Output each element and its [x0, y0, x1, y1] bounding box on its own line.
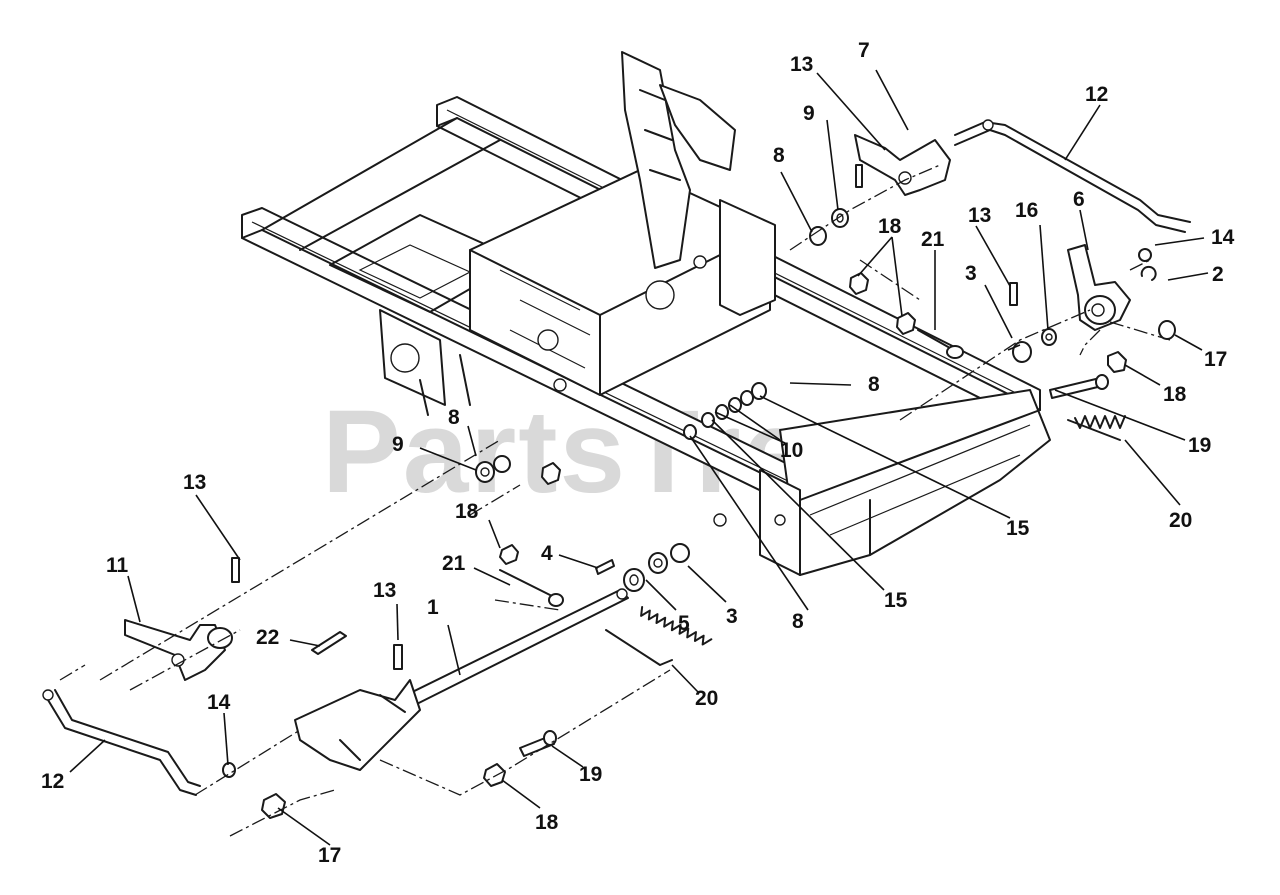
callout-18-upper: 18	[878, 215, 902, 238]
callout-2: 2	[1212, 263, 1224, 286]
upper-linkage-assembly	[683, 119, 1191, 441]
callout-12-lower: 12	[41, 770, 64, 793]
callout-21-upper: 21	[921, 228, 945, 251]
callout-1: 1	[427, 596, 439, 619]
callout-8-left: 8	[448, 406, 460, 429]
callout-labels: 1 2 3 3 4 5 6 7 8 8 8 8 9 9 10 11 12 12 …	[41, 39, 1235, 867]
callout-13-left: 13	[183, 471, 206, 494]
callout-13-upper: 13	[790, 53, 813, 76]
callout-14-lower: 14	[207, 691, 231, 714]
callout-20-right: 20	[1169, 509, 1192, 532]
frame-assembly	[241, 51, 1051, 576]
callout-8-lower: 8	[792, 610, 804, 633]
callout-19-lower: 19	[579, 763, 602, 786]
callout-10: 10	[780, 439, 803, 462]
callout-9-upper: 9	[803, 102, 815, 125]
callout-18-left: 18	[455, 500, 479, 523]
callout-17-lower: 17	[318, 844, 341, 867]
callout-18-right: 18	[1163, 383, 1187, 406]
callout-15-lower: 15	[884, 589, 908, 612]
callout-14-upper: 14	[1211, 226, 1235, 249]
callout-3-upper: 3	[965, 262, 977, 285]
callout-8-frame: 8	[868, 373, 880, 396]
callout-12-upper: 12	[1085, 83, 1108, 106]
callout-13-lower: 13	[373, 579, 396, 602]
callout-16: 16	[1015, 199, 1038, 222]
callout-9-left: 9	[392, 433, 404, 456]
callout-15-right: 15	[1006, 517, 1030, 540]
callout-5: 5	[678, 612, 690, 635]
callout-22: 22	[256, 626, 279, 649]
callout-13-right: 13	[968, 204, 991, 227]
callout-3-lower: 3	[726, 605, 738, 628]
callout-6: 6	[1073, 188, 1085, 211]
leader-lines	[69, 69, 1209, 846]
lower-linkage-assembly	[42, 439, 713, 837]
callout-11: 11	[106, 554, 129, 577]
callout-19-right: 19	[1188, 434, 1211, 457]
callout-20-lower: 20	[695, 687, 718, 710]
callout-7: 7	[858, 39, 870, 62]
callout-18-lower: 18	[535, 811, 559, 834]
callout-21-lower: 21	[442, 552, 466, 575]
callout-17-upper: 17	[1204, 348, 1227, 371]
callout-4: 4	[541, 542, 553, 565]
callout-8-upper: 8	[773, 144, 785, 167]
